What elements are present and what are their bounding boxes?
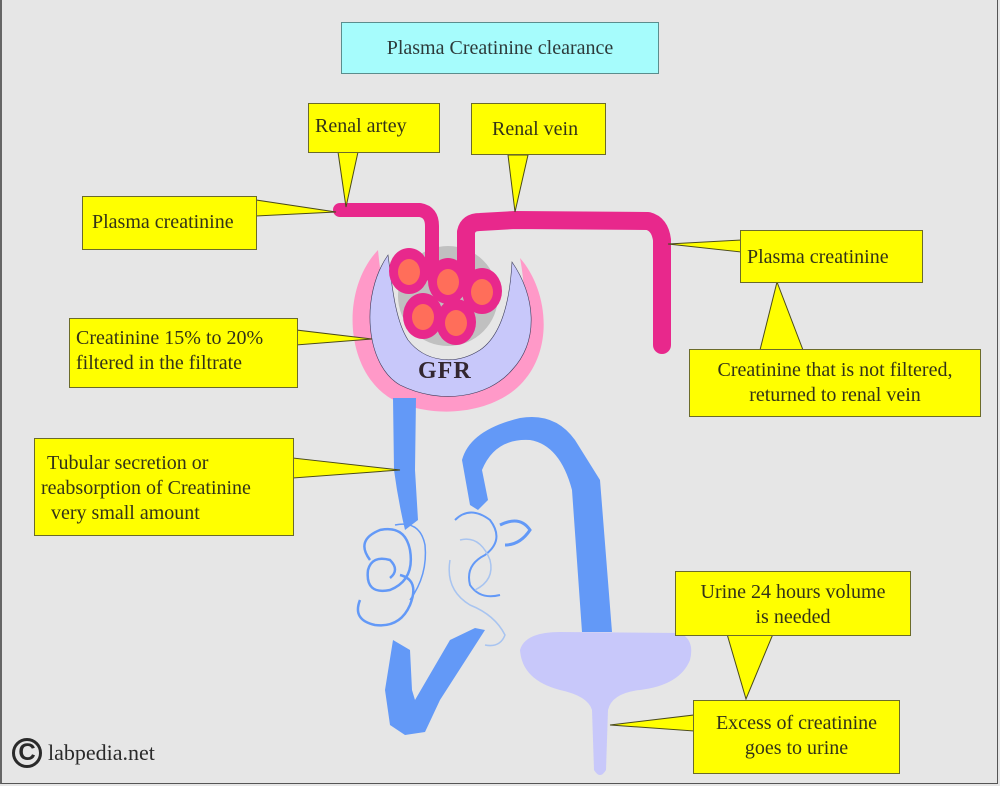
callout-text: filtered in the filtrate — [76, 352, 243, 374]
callout-filtered: Creatinine 15% to 20% filtered in the fi… — [69, 318, 298, 388]
glomerulus-capillaries — [389, 248, 502, 345]
convoluted-tubule-swirls — [356, 511, 532, 647]
callout-text: Renal artey — [315, 115, 407, 137]
bladder — [520, 632, 692, 775]
callout-text: Renal vein — [492, 118, 579, 140]
callout-text: very small amount — [51, 502, 200, 524]
callout-text: is needed — [755, 606, 831, 628]
renal-tubule — [385, 398, 612, 735]
callout-text: returned to renal vein — [749, 384, 921, 406]
callout-plasma-creatinine-left: Plasma creatinine — [82, 196, 257, 250]
callout-renal-artery: Renal artey — [308, 103, 440, 153]
bowmans-capsule — [352, 250, 544, 412]
copyright-icon: C — [12, 738, 42, 768]
callout-text: Urine 24 hours volume — [700, 581, 886, 603]
callout-tubular-secretion: Tubular secretion or reabsorption of Cre… — [34, 438, 294, 536]
callout-renal-vein: Renal vein — [471, 103, 606, 155]
site-name: labpedia.net — [48, 740, 155, 765]
renal-vein-vessel — [457, 211, 671, 354]
callout-text: Creatinine 15% to 20% — [76, 327, 264, 349]
callout-urine-volume: Urine 24 hours volume is needed — [675, 571, 911, 636]
callout-excess-creatinine: Excess of creatinine goes to urine — [693, 700, 900, 774]
callout-plasma-creatinine-right: Plasma creatinine — [740, 230, 923, 283]
callout-text: Plasma creatinine — [92, 211, 234, 233]
callout-text: Plasma creatinine — [747, 246, 889, 268]
copyright-notice: C labpedia.net — [12, 738, 155, 768]
callout-text: Excess of creatinine — [715, 712, 878, 734]
callout-text: Creatinine that is not filtered, — [717, 359, 953, 381]
callout-not-filtered: Creatinine that is not filtered, returne… — [689, 349, 981, 417]
callout-text: goes to urine — [744, 737, 849, 759]
callout-text: reabsorption of Creatinine — [41, 477, 251, 499]
gfr-label: GFR — [418, 358, 472, 384]
renal-artery-vessel — [333, 203, 439, 282]
diagram-title: Plasma Creatinine clearance — [341, 22, 659, 74]
callout-text: Tubular secretion or — [47, 452, 209, 474]
